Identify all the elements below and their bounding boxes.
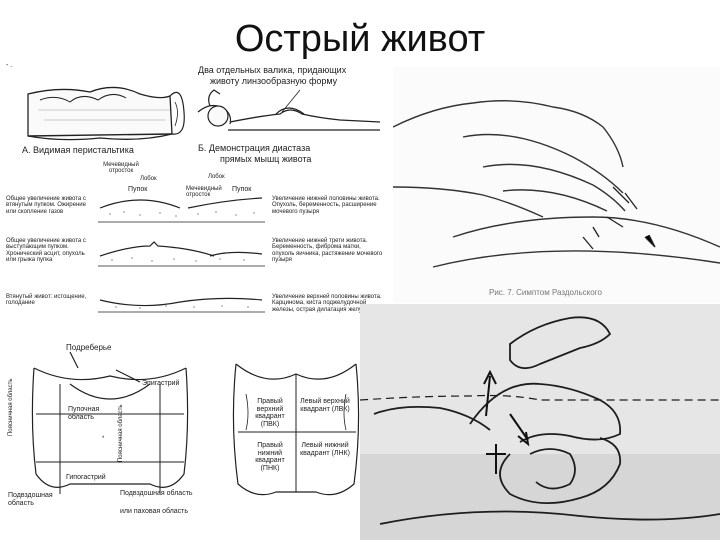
palpation-drawing: [360, 304, 720, 540]
profile-left-2: Общее увеличение живота с выступающим пу…: [6, 238, 86, 264]
profiles-drawing: [98, 197, 265, 313]
quadrant-rlq: Правый нижний квадрант (ПНК): [255, 442, 285, 472]
figure-razdolsky-sign: Рис. 7. Симптом Раздольского: [393, 67, 720, 303]
region-center-mark: *: [102, 436, 105, 442]
abdominal-regions-diagram: Подреберье Эпигастрий Пупочная область П…: [0, 343, 210, 540]
region-umbilical: Пупочная область: [68, 406, 100, 421]
quadrant-llq: Левый нижний квадрант (ЛНК): [300, 442, 350, 457]
region-inguinal-right-2: или паховая область: [120, 508, 189, 515]
region-inguinal-right: Подвздошная область: [120, 490, 193, 497]
figure-peristalsis: А. Видимая перистальтика: [20, 64, 190, 164]
profile-right-1: Увеличение нижней половины живота. Опухо…: [272, 196, 380, 215]
profile-right-2: Увеличение нижней трети живота. Беременн…: [272, 238, 383, 264]
region-lumbar-left: Поясничная область: [8, 378, 14, 436]
profile-left-1: Общее увеличение живота с втянутым пупко…: [6, 196, 86, 215]
pubis-label-right: Лобок: [208, 174, 225, 180]
region-hypochondrium: Подреберье: [66, 343, 112, 352]
xiphoid-label-left: Мечевидный отросток: [103, 162, 139, 175]
diastasis-annotation-2: животу линзообразную форму: [210, 76, 338, 86]
quadrant-ruq: Правый верхний квадрант (ПВК): [255, 398, 285, 428]
peristalsis-caption: А. Видимая перистальтика: [22, 145, 134, 155]
quadrants-drawing: [232, 363, 360, 496]
abdominal-quadrants-diagram: Правый верхний квадрант (ПВК) Левый верх…: [226, 354, 366, 514]
razdolsky-drawing: [393, 100, 720, 268]
page-title: Острый живот: [234, 18, 486, 60]
profile-left-3: Втянутый живот: истощение, голодание: [6, 294, 87, 307]
razdolsky-caption: Рис. 7. Симптом Раздольского: [489, 288, 602, 297]
corner-mark: - .: [6, 62, 13, 69]
diastasis-annotation-1: Два отдельных валика, придающих: [198, 65, 347, 75]
region-epigastric: Эпигастрий: [142, 380, 180, 387]
figure-diastasis: Два отдельных валика, придающих животу л…: [190, 65, 390, 166]
diastasis-drawing: [197, 89, 381, 131]
diastasis-caption-1: Б. Демонстрация диастаза: [198, 143, 311, 153]
pubis-label-left: Лобок: [140, 176, 157, 182]
regions-drawing: [31, 351, 189, 494]
navel-label-right: Пупок: [232, 186, 252, 193]
xiphoid-label-right: Мечевидный отросток: [186, 186, 222, 199]
region-hypogastric: Гипогастрий: [66, 474, 106, 481]
region-lumbar-right: Поясничная область: [118, 404, 124, 462]
navel-label-left: Пупок: [128, 186, 148, 193]
quadrant-luq: Левый верхний квадрант (ЛВК): [300, 398, 350, 413]
figure-palpation: [360, 304, 720, 540]
abdominal-profiles: Мечевидный отросток Лобок Пупок Мечевидн…: [0, 162, 392, 337]
region-inguinal-left: Подвздошная область: [8, 492, 53, 507]
peristalsis-drawing: [27, 86, 185, 141]
profile-right-3: Увеличение верхней половины живота. Карц…: [272, 294, 382, 313]
diastasis-caption-2: прямых мышц живота: [220, 154, 312, 164]
